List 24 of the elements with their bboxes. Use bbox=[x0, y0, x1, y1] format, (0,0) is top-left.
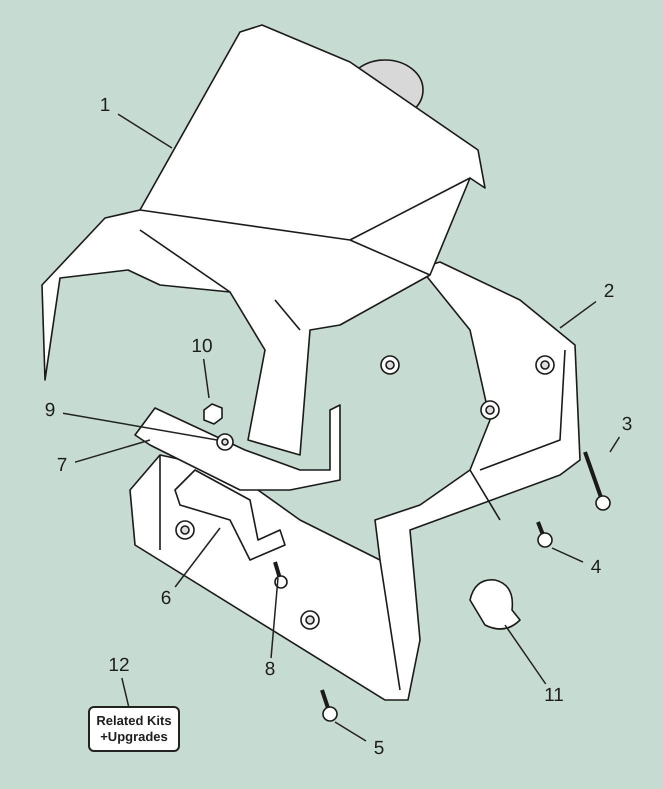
leader-line bbox=[609, 436, 620, 452]
callout-number: 10 bbox=[186, 335, 218, 359]
callout-number: 6 bbox=[153, 587, 179, 611]
leader-line bbox=[74, 439, 150, 463]
leader-line bbox=[334, 721, 366, 742]
callout-number: 2 bbox=[596, 280, 622, 304]
callout-number: 7 bbox=[49, 454, 75, 478]
related-kits-badge: Related Kits +Upgrades bbox=[88, 706, 180, 752]
callout-number: 4 bbox=[583, 556, 609, 580]
leader-line bbox=[62, 412, 218, 441]
leader-line bbox=[118, 114, 172, 149]
leader-line bbox=[552, 547, 584, 563]
leader-line bbox=[121, 678, 130, 706]
callout-number: 11 bbox=[540, 684, 568, 708]
callout-number: 1 bbox=[92, 94, 118, 118]
callout-number: 12 bbox=[106, 654, 132, 678]
leader-line bbox=[270, 578, 279, 658]
callout-number: 8 bbox=[257, 658, 283, 682]
leader-line bbox=[560, 300, 596, 329]
leader-line bbox=[504, 624, 546, 684]
callout-number: 3 bbox=[614, 413, 640, 437]
leader-line bbox=[202, 358, 210, 398]
callout-number: 5 bbox=[366, 737, 392, 761]
callout-number: 9 bbox=[37, 399, 63, 423]
